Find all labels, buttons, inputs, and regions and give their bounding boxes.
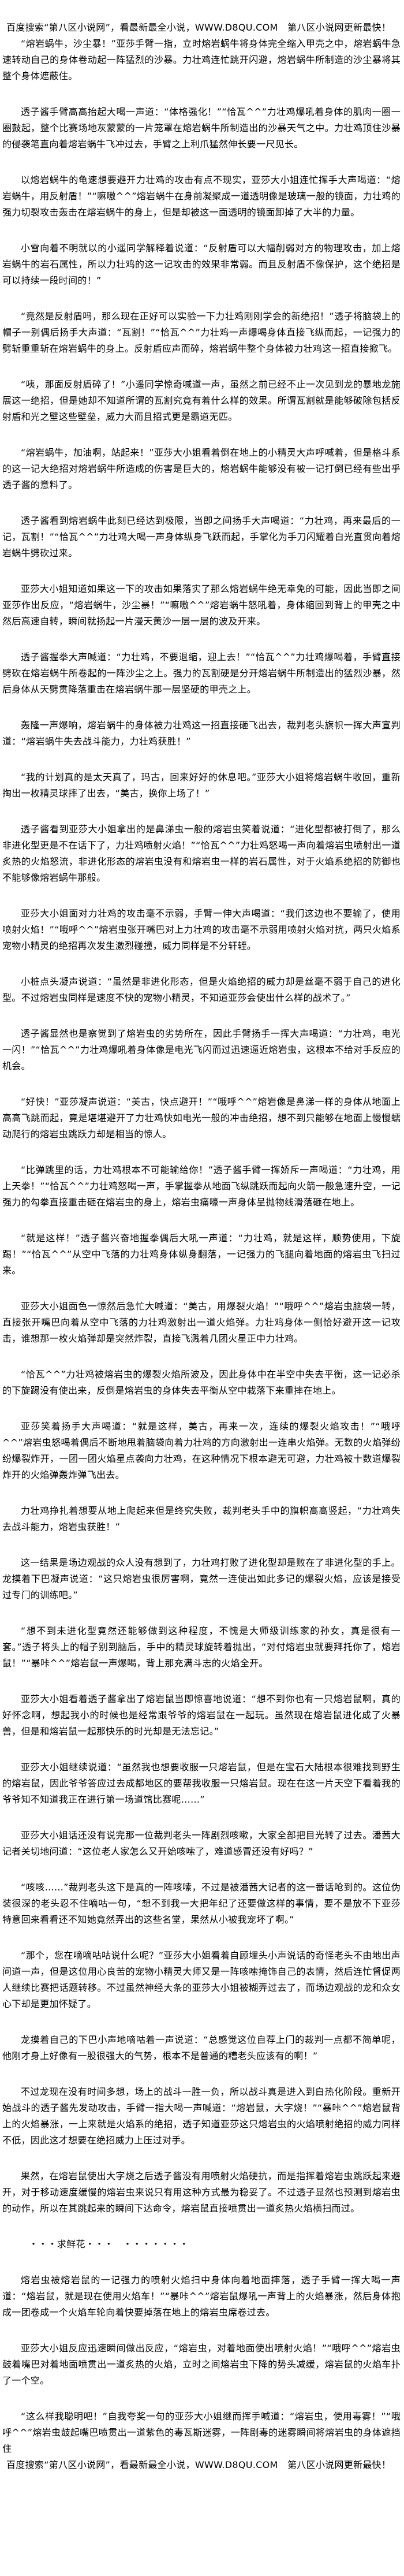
- site-banner-top: 百度搜索“第八区小说网”，看最新最全小说，WWW.D8QU.COM 第八区小说网…: [6, 22, 391, 33]
- story-paragraph: “我的计划真的是太天真了，玛古，回来好好的休息吧。”亚莎大小姐将熔岩蜗牛收回，重…: [2, 772, 401, 799]
- story-paragraph: 亚莎笑着扬手大声喝道：“就是这样，美古，再来一次，连续的爆裂火焰攻击！”“哦呼^…: [2, 1421, 401, 1480]
- story-paragraph: 小雪向着不明就以的小遥同学解释着说道：“反射盾可以大幅削弱对方的物理攻击，加上熔…: [2, 243, 401, 286]
- story-paragraph: “这么样我聪明吧！”自我夸奖一句的亚莎大小姐继而挥手喊道：“熔岩虫，使用毒雾！”…: [2, 2411, 401, 2454]
- novel-page: 百度搜索“第八区小说网”，看最新最全小说，WWW.D8QU.COM 第八区小说网…: [2, 22, 401, 2470]
- story-paragraph: 果然，在熔岩鼠使出大字烧之后透子酱没有用喷射火焰硬抗，而是指挥着熔岩虫跳跃起来避…: [2, 2171, 401, 2214]
- story-paragraph: 轰隆一声爆响，熔岩蜗牛的身体被力壮鸡这一招直接砸飞出去，裁判老头旗帜一挥大声宣判…: [2, 720, 401, 747]
- story-paragraph: “好快！”亚莎凝声说道：“美古，快点避开！”“哦呼^^”熔岩像是鼻涕一样的身体从…: [2, 1096, 401, 1140]
- story-paragraph: 龙摸着自己的下巴小声地嘀咕着一声说道：“总感觉这位自荐上门的裁判一点都不简单呢，…: [2, 2034, 401, 2061]
- story-paragraph: “想不到未进化型竟然还能够做到这种程度，不愧是大师级训练家的孙女，真是很有一套。…: [2, 1625, 401, 1669]
- story-paragraph: “熔岩蜗牛，沙尘暴！”亚莎手臂一指，立时熔岩蜗牛将身体完全缩入甲壳之中，熔岩蜗牛…: [2, 38, 401, 81]
- story-paragraph: “比弹跳里的话，力壮鸡根本不可能输给你！”透子酱手臂一挥娇斥一声喝道：“力壮鸡，…: [2, 1164, 401, 1208]
- story-paragraph: 以熔岩蜗牛的龟速想要避开力壮鸡的攻击有点不现实，亚莎大小姐连忙挥手大声喝道：“熔…: [2, 174, 401, 218]
- story-paragraph: 亚莎大小姐知道如果这一下的攻击如果落实了那么熔岩蜗牛绝无幸免的可能，因此当即之间…: [2, 583, 401, 627]
- story-paragraph: 亚莎大小姐话还没有说完那一位裁判老头一阵剧烈咳嗽，大家全部把目光转了过去。潘茜大…: [2, 1830, 401, 1857]
- story-paragraph: 熔岩虫被熔岩鼠的一记强力的喷射火焰扫中身体向着地面摔落，透子手臂一挥大喝一声道：…: [2, 2275, 401, 2318]
- story-paragraph: “那个，您在嘀嘀咕咕说什么呢？”亚莎大小姐看着自顾埋头小声说话的奇怪老头不由地出…: [2, 1950, 401, 2009]
- story-paragraph: 亚莎大小姐反应迅速瞬间做出反应，“熔岩虫，对着地面使出喷射火焰！”“哦呼^^”熔…: [2, 2343, 401, 2386]
- story-paragraph: “咦，那面反射盾碎了！”小遥同学惊奇喊道一声，虽然之前已经不止一次见到龙的暴地龙…: [2, 379, 401, 422]
- story-paragraph: 亚莎大小姐继续说道：“虽然我也想要收服一只熔岩鼠，但是在宝石大陆根本很难找到野生…: [2, 1762, 401, 1805]
- story-paragraph: 亚莎大小姐看着透子酱拿出了熔岩鼠当即惊喜地说道：“想不到你也有一只熔岩鼠啊，真的…: [2, 1693, 401, 1737]
- story-paragraph: “恰瓦^^”力壮鸡被熔岩虫的爆裂火焰所波及，因此身体中在半空中失去平衡，这一记必…: [2, 1369, 401, 1396]
- site-banner-bottom: 百度搜索“第八区小说网”，看最新最全小说，WWW.D8QU.COM 第八区小说网…: [6, 2459, 391, 2470]
- story-paragraph: 透子酱握拳大声喊道：“力壮鸡，不要退缩，迎上去！”“恰瓦^^”力壮鸡爆喝着，手臂…: [2, 652, 401, 695]
- story-paragraph: 透子酱看到熔岩蜗牛此刻已经达到极限，当即之间扬手大声喝道：“力壮鸡，再来最后的一…: [2, 515, 401, 559]
- story-paragraph: “咳咳……”裁判老头这下是真的一阵咳嗦，不过是被潘茜大记者的这一番话呛到的。这位…: [2, 1882, 401, 1925]
- story-paragraph: 透子酱手臂高高抬起大喝一声道：“体格强化！”“恰瓦^^”力壮鸡爆吼着身体的肌肉一…: [2, 106, 401, 150]
- story-paragraph: “熔岩蜗牛，加油啊，站起来！”亚莎大小姐看着倒在地上的小精灵大声呼喊着，但是格斗…: [2, 447, 401, 490]
- story-paragraph: 小桩点头凝声说道：“虽然是非进化形态，但是火焰绝招的威力却是丝毫不弱于自己的进化…: [2, 976, 401, 1003]
- story-paragraph: 亚莎大小姐面色一惊然后急忙大喊道：“美古，用爆裂火焰！”“哦呼^^”熔岩虫脑袋一…: [2, 1301, 401, 1344]
- story-paragraph: 亚莎大小姐面对力壮鸡的攻击毫不示弱，手臂一伸大声喝道：“我们这边也不要输了，使用…: [2, 908, 401, 951]
- story-paragraph: 透子酱显然也是察觉到了熔岩虫的劣势所在，因此手臂扬手一挥大声喝道：“力壮鸡，电光…: [2, 1028, 401, 1071]
- section-divider: ・・・求鲜花・・・ ・・・・・・・: [29, 2239, 189, 2250]
- story-paragraph: 力壮鸡挣扎着想要从地上爬起来但是终究失败，裁判老头手中的旗帜高高竖起，“力壮鸡失…: [2, 1505, 401, 1532]
- chapter-content: “熔岩蜗牛，沙尘暴！”亚莎手臂一指，立时熔岩蜗牛将身体完全缩入甲壳之中，熔岩蜗牛…: [2, 36, 401, 2457]
- story-paragraph: 不过龙现在没有时间多想，场上的战斗一胜一负，所以战斗真是进入到白热化阶段。重新开…: [2, 2086, 401, 2146]
- story-paragraph: 透子酱看到亚莎大小姐拿出的是鼻涕虫一般的熔岩虫笑着说道：“进化型都被打倒了，那么…: [2, 824, 401, 883]
- story-paragraph: 这一结果是场边观战的众人没有想到了，力壮鸡打败了进化型却是败在了非进化型的手上。…: [2, 1557, 401, 1600]
- story-paragraph: “竟然是反射盾吗，那么现在正好可以实验一下力壮鸡刚刚学会的新绝招！”透子将脑袋上…: [2, 311, 401, 354]
- story-paragraph: “就是这样！”透子酱兴奋地握拳偶后大吼一声道：“力壮鸡，就是这样，顺势使用，下旋…: [2, 1233, 401, 1276]
